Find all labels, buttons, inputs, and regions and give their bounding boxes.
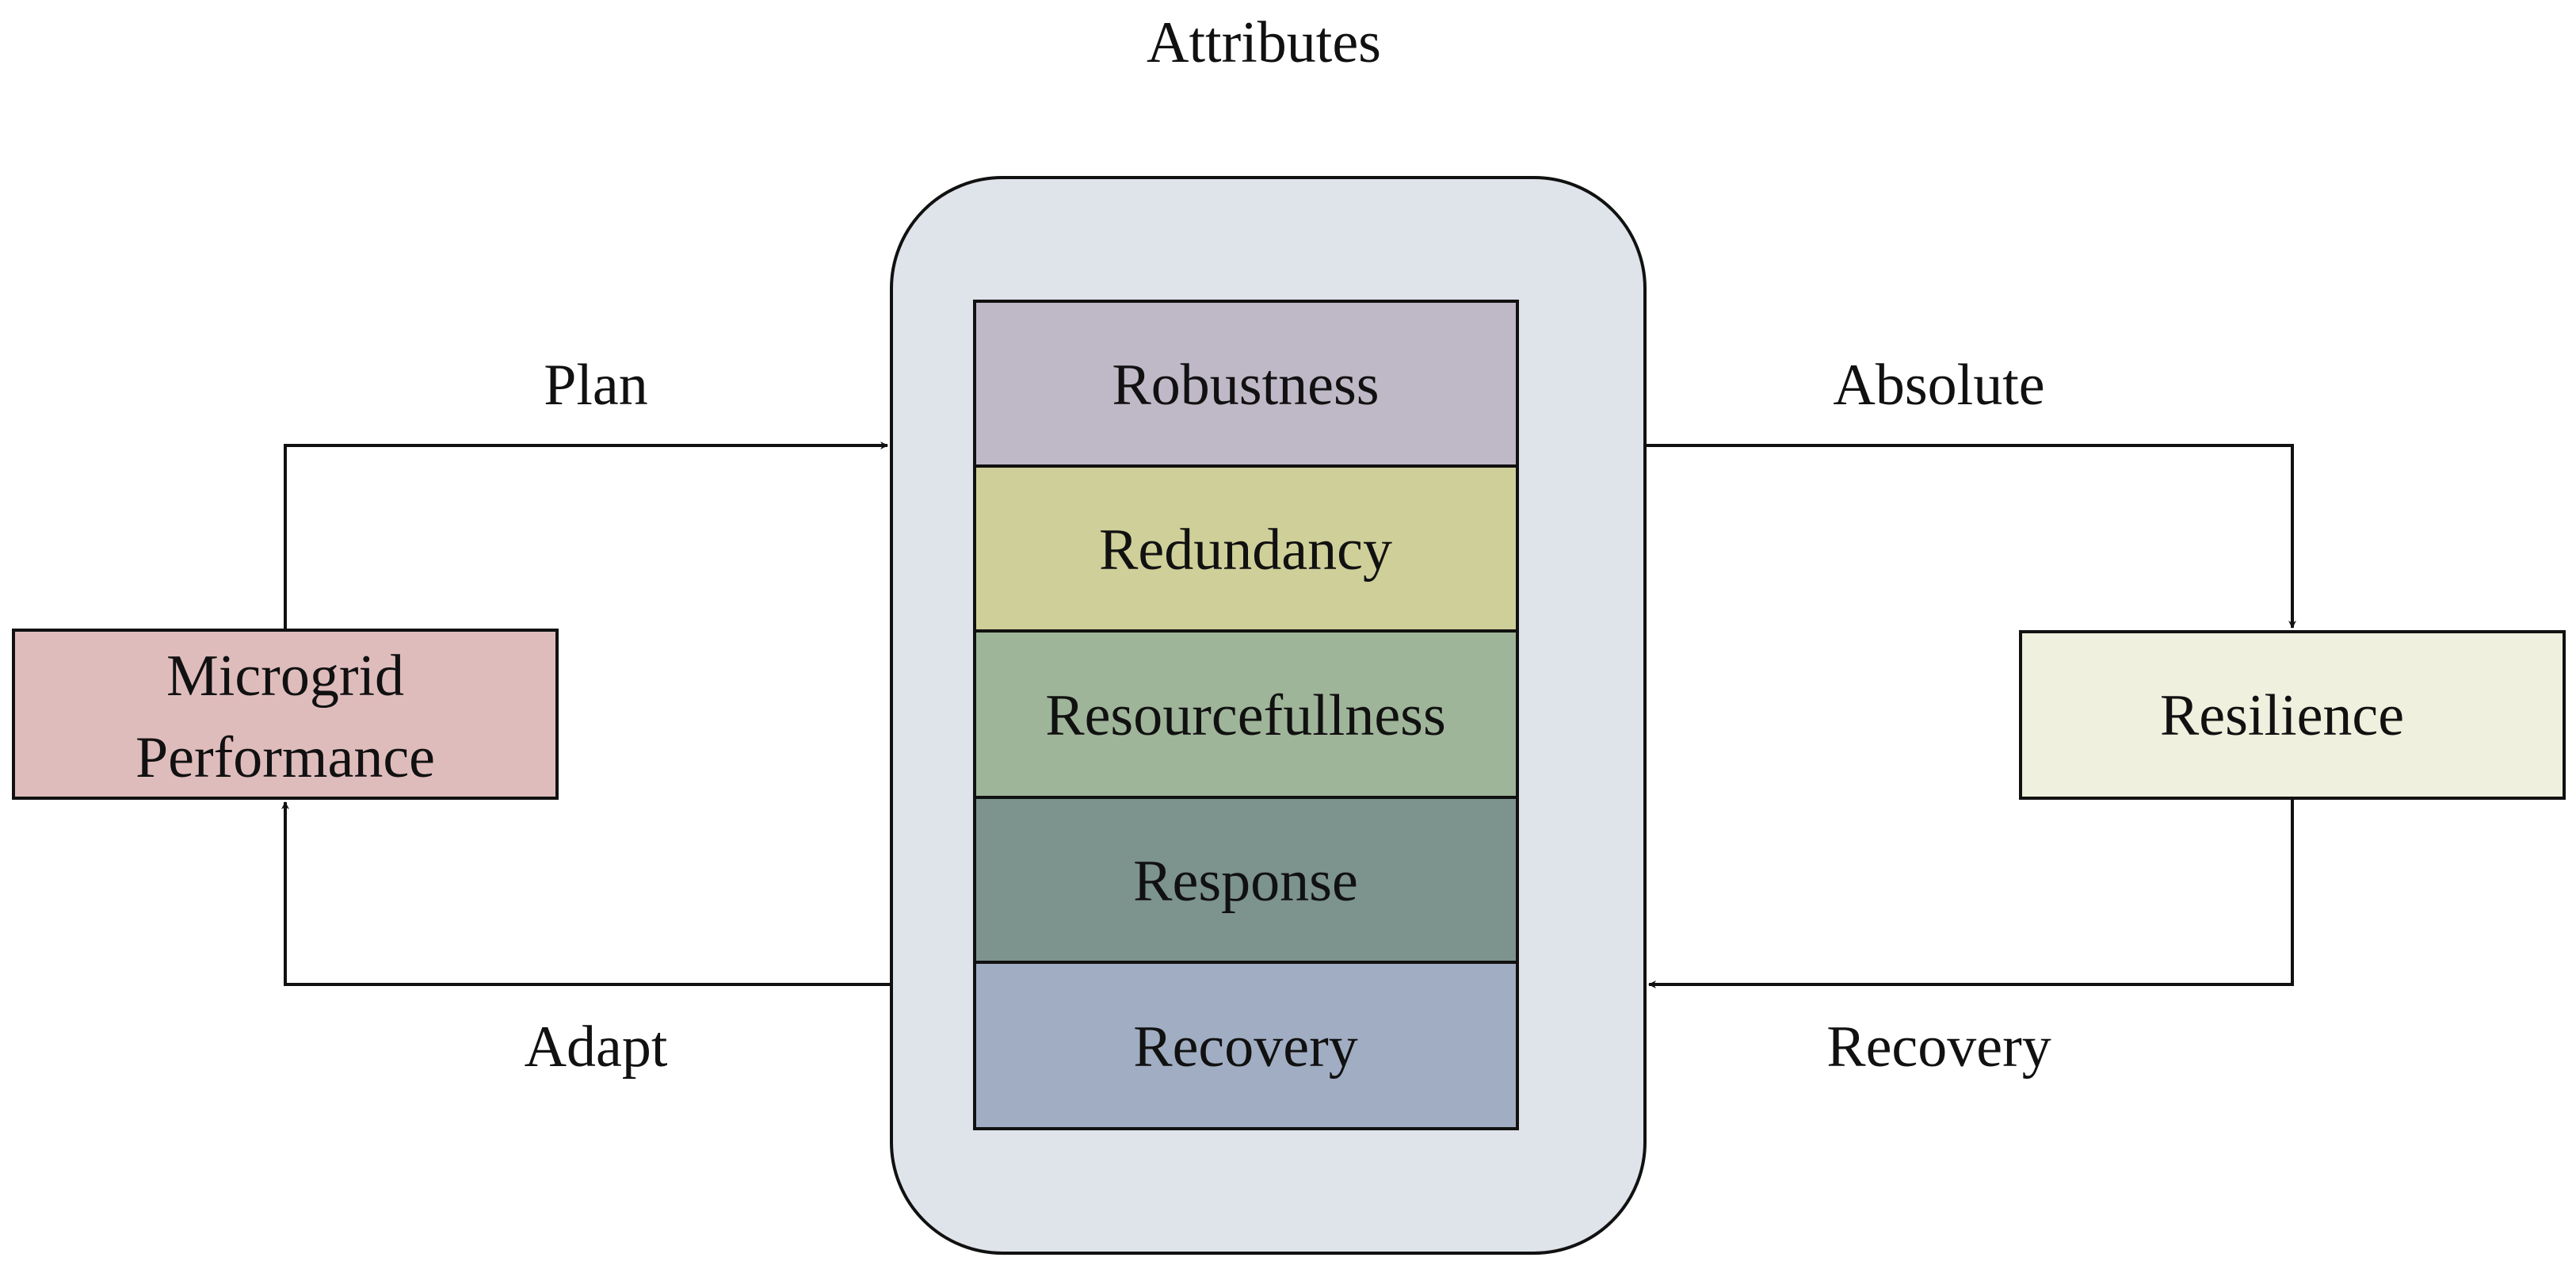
- plan-label: Plan: [544, 353, 648, 418]
- attribute-box-redundancy: [973, 464, 1519, 633]
- recovery-edge-label: Recovery: [1826, 1015, 2051, 1080]
- attribute-stack: Robustness Redundancy Resourcefullness R…: [973, 300, 1519, 1130]
- microgrid-performance-box: [12, 629, 559, 800]
- attribute-label-redundancy: Redundancy: [1099, 518, 1392, 583]
- microgrid-performance-line1: Microgrid: [166, 644, 404, 709]
- adapt-arrow: [281, 801, 891, 986]
- resilience-label: Resilience: [2160, 683, 2404, 748]
- microgrid-performance-line2: Performance: [135, 725, 435, 790]
- resilience-box: [2019, 630, 2566, 800]
- attribute-box-robustness: [973, 300, 1519, 468]
- attribute-label-resourcefullness: Resourcefullness: [1045, 683, 1446, 748]
- attribute-label-robustness: Robustness: [1112, 353, 1379, 418]
- absolute-label: Absolute: [1833, 353, 2044, 418]
- plan-arrow: [284, 441, 888, 630]
- attribute-label-response: Response: [1133, 849, 1358, 914]
- attribute-box-recovery: [973, 961, 1519, 1130]
- adapt-label: Adapt: [525, 1015, 668, 1080]
- attribute-label-recovery: Recovery: [1133, 1015, 1358, 1080]
- attributes-title: Attributes: [1147, 10, 1381, 75]
- absolute-arrow: [1645, 444, 2296, 629]
- recovery-arrow: [1648, 798, 2294, 988]
- attribute-box-resourcefullness: [973, 629, 1519, 799]
